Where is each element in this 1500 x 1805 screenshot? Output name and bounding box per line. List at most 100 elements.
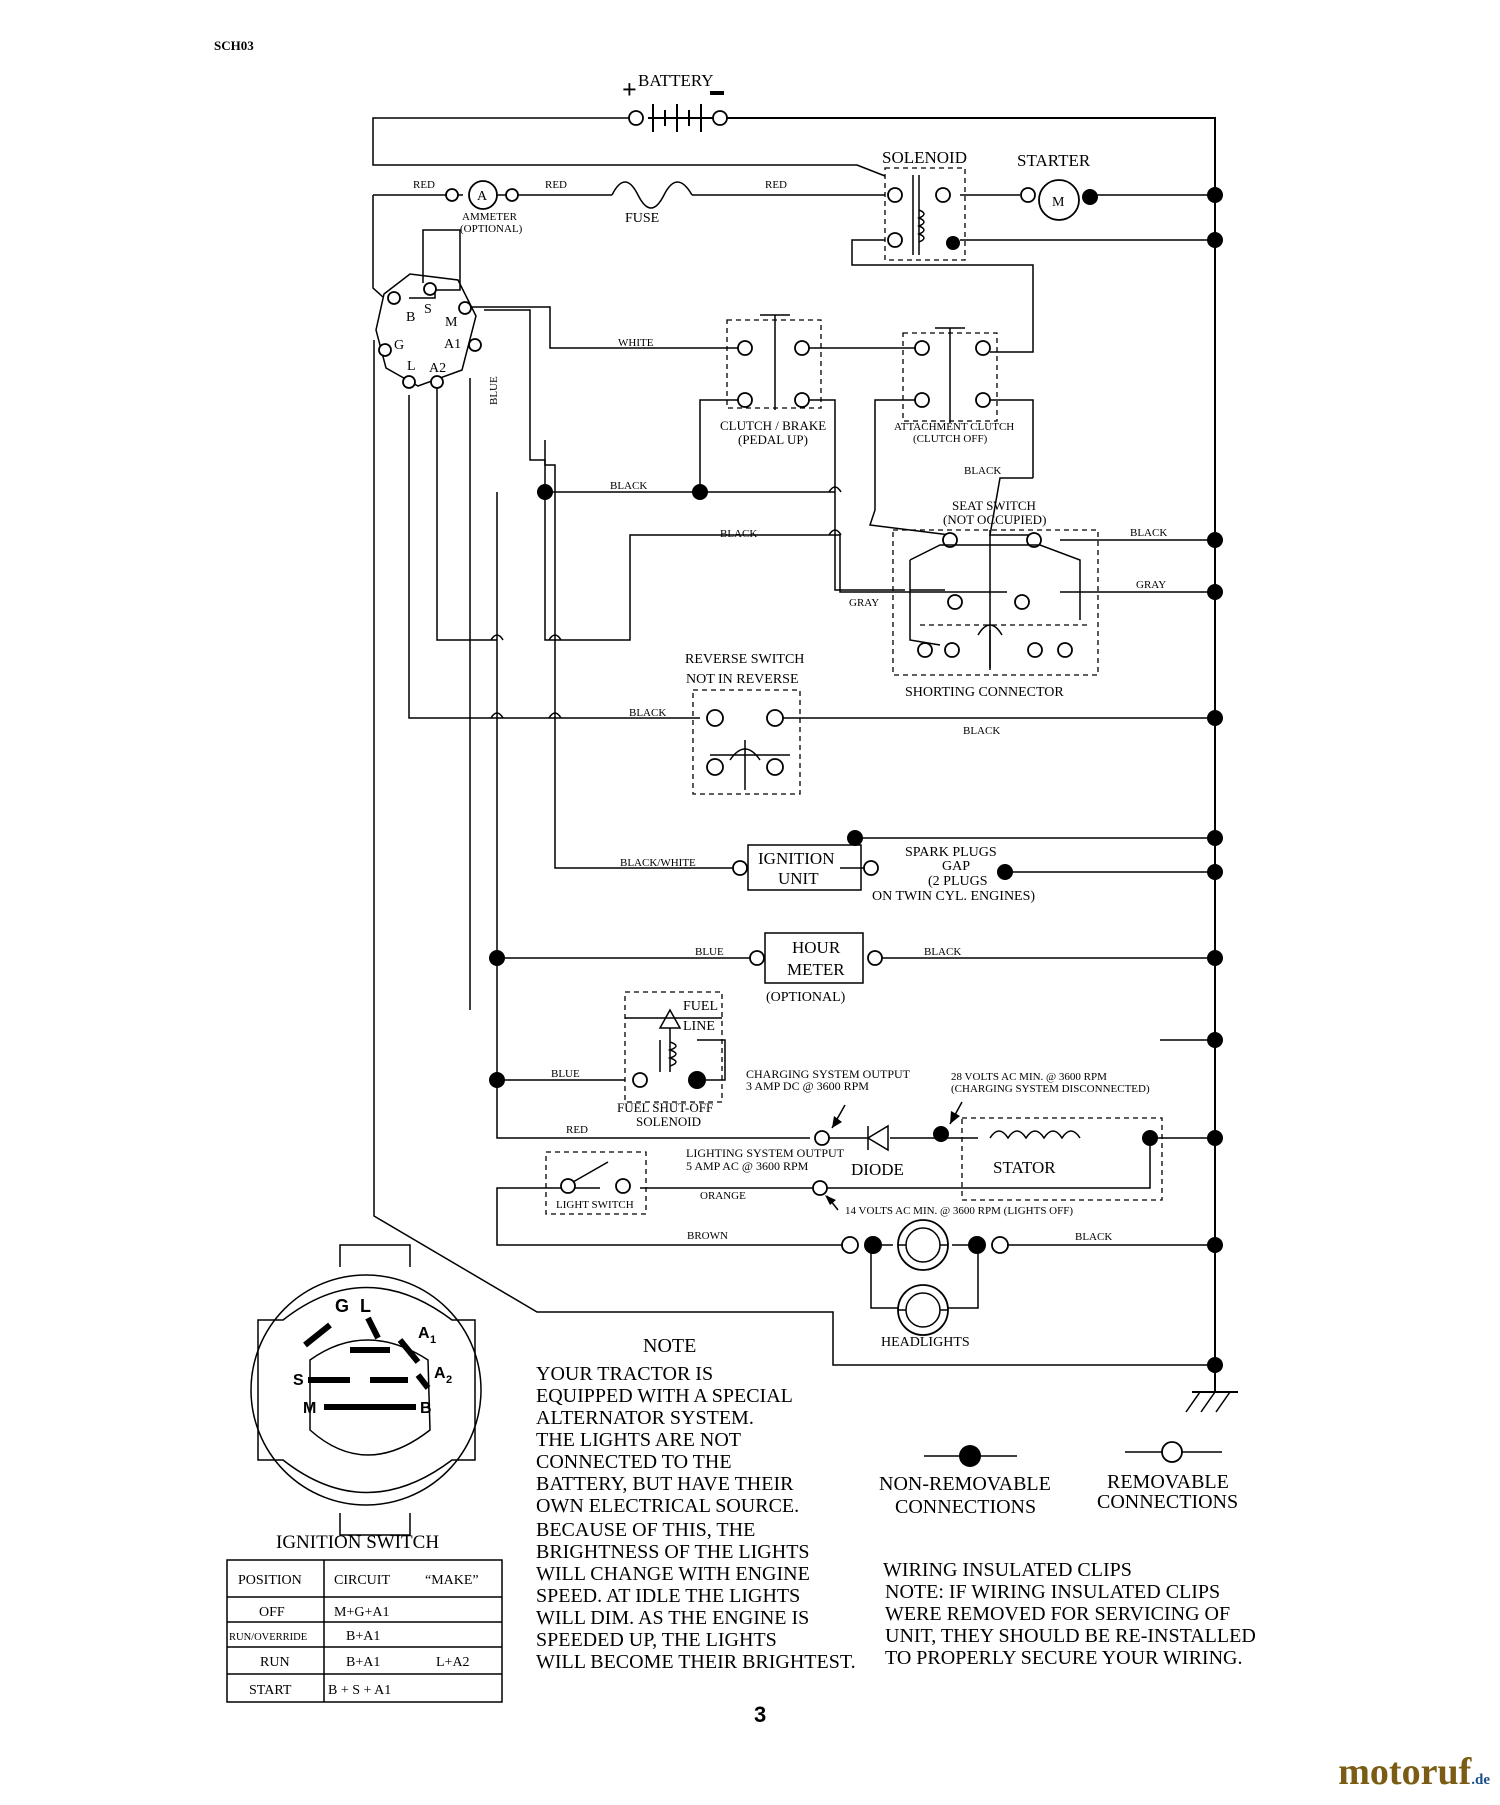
- battery-symbol: BATTERY +: [622, 71, 728, 132]
- cell-run: RUN: [260, 1655, 290, 1670]
- legend-removable-dot: [1161, 1441, 1183, 1463]
- svg-text:L: L: [407, 359, 416, 374]
- svg-text:GAP: GAP: [942, 859, 970, 874]
- svg-text:YOUR TRACTOR IS: YOUR TRACTOR IS: [536, 1363, 713, 1385]
- note-title: NOTE: [643, 1335, 696, 1357]
- svg-text:(CLUTCH OFF): (CLUTCH OFF): [913, 433, 988, 445]
- cell-start: START: [249, 1683, 292, 1698]
- svg-text:SEAT SWITCH: SEAT SWITCH: [952, 498, 1036, 513]
- svg-text:BATTERY, BUT HAVE THEIR: BATTERY, BUT HAVE THEIR: [536, 1473, 794, 1495]
- pin-a2-sub: 2: [446, 1374, 452, 1386]
- svg-text:B: B: [406, 310, 415, 325]
- ignition-switch-diagram: G L A 1 S A 2 M B IGNITION SWITCH: [250, 1244, 482, 1553]
- pin-g: G: [335, 1296, 349, 1316]
- svg-text:(OPTIONAL): (OPTIONAL): [460, 223, 523, 235]
- svg-text:SOLENOID: SOLENOID: [882, 148, 967, 167]
- cell-override-circuit: B+A1: [346, 1629, 380, 1644]
- wire-label-black-lights: BLACK: [1075, 1231, 1112, 1243]
- wire-label-orange: ORANGE: [700, 1190, 746, 1202]
- pin-a2: A: [434, 1365, 446, 1382]
- svg-text:STARTER: STARTER: [1017, 151, 1091, 170]
- volts14-label: 14 VOLTS AC MIN. @ 3600 RPM (LIGHTS OFF): [845, 1205, 1073, 1217]
- th-circuit: CIRCUIT: [334, 1573, 390, 1588]
- wire-label-red-2: RED: [545, 179, 567, 191]
- junction-dots: [489, 187, 1223, 1373]
- svg-text:BECAUSE OF THIS, THE: BECAUSE OF THIS, THE: [536, 1519, 755, 1541]
- ignition-unit: IGNITION UNIT: [732, 844, 879, 891]
- brand-name: motoruf: [1338, 1751, 1472, 1793]
- svg-text:REVERSE SWITCH: REVERSE SWITCH: [685, 652, 804, 667]
- svg-text:BRIGHTNESS OF THE LIGHTS: BRIGHTNESS OF THE LIGHTS: [536, 1541, 810, 1563]
- pin-l: L: [360, 1296, 371, 1316]
- brand-suffix: .de: [1471, 1772, 1490, 1788]
- wire-label-red-3: RED: [765, 179, 787, 191]
- hour-meter: HOUR METER (OPTIONAL): [749, 932, 883, 1005]
- svg-text:UNIT, THEY SHOULD BE RE-INSTAL: UNIT, THEY SHOULD BE RE-INSTALLED: [885, 1625, 1256, 1647]
- wire-label-gray-2: GRAY: [1136, 579, 1166, 591]
- svg-text:S: S: [424, 302, 432, 317]
- svg-text:(2 PLUGS: (2 PLUGS: [928, 874, 988, 889]
- wire-label-black-seat: BLACK: [720, 528, 757, 540]
- svg-text:ALTERNATOR SYSTEM.: ALTERNATOR SYSTEM.: [536, 1407, 754, 1429]
- svg-text:SPEED. AT IDLE THE LIGHTS: SPEED. AT IDLE THE LIGHTS: [536, 1585, 800, 1607]
- svg-text:EQUIPPED WITH A SPECIAL: EQUIPPED WITH A SPECIAL: [536, 1385, 793, 1407]
- svg-text:NON-REMOVABLE: NON-REMOVABLE: [879, 1473, 1051, 1495]
- wire-label-white: WHITE: [618, 337, 654, 349]
- th-make: “MAKE”: [425, 1573, 479, 1588]
- svg-text:NOTE: IF WIRING INSULATED CLI: NOTE: IF WIRING INSULATED CLIPS: [885, 1581, 1220, 1603]
- fuse-label: FUSE: [625, 211, 659, 226]
- schematic-code: SCH03: [214, 38, 254, 53]
- fuel-shutoff-solenoid: FUEL LINE FUEL SHUT-OFF SOLENOID: [617, 991, 723, 1129]
- svg-text:A: A: [477, 189, 488, 204]
- ignition-switch-terminals: B S M G A1 L A2: [375, 273, 482, 389]
- svg-text:ON TWIN CYL. ENGINES): ON TWIN CYL. ENGINES): [872, 889, 1035, 904]
- svg-text:A1: A1: [444, 337, 461, 352]
- cell-start-circuit: B + S + A1: [328, 1683, 391, 1698]
- svg-text:UNIT: UNIT: [778, 869, 819, 888]
- light-switch: LIGHT SWITCH: [545, 1151, 647, 1215]
- wire-label-black-rev-out: BLACK: [963, 725, 1000, 737]
- wiring: [372, 117, 1238, 1413]
- clips-note: WIRING INSULATED CLIPS NOTE: IF WIRING I…: [883, 1559, 1256, 1669]
- ammeter: A AMMETER (OPTIONAL): [445, 180, 523, 235]
- charging-label-1: CHARGING SYSTEM OUTPUT: [746, 1067, 911, 1081]
- wire-label-black-2: BLACK: [610, 480, 647, 492]
- cell-run-circuit: B+A1: [346, 1655, 380, 1670]
- svg-text:SOLENOID: SOLENOID: [636, 1114, 701, 1129]
- svg-text:A2: A2: [429, 361, 446, 376]
- svg-text:CONNECTIONS: CONNECTIONS: [895, 1496, 1036, 1518]
- diode: DIODE: [851, 1124, 904, 1179]
- wire-label-black-bus: BLACK: [1130, 527, 1167, 539]
- wire-label-brown: BROWN: [687, 1230, 728, 1242]
- svg-text:ATTACHMENT CLUTCH: ATTACHMENT CLUTCH: [894, 421, 1014, 433]
- pin-a1: A: [418, 1325, 430, 1342]
- ignition-switch-table: POSITION CIRCUIT “MAKE” OFF M+G+A1 RUN/O…: [226, 1559, 503, 1703]
- svg-text:OWN ELECTRICAL SOURCE.: OWN ELECTRICAL SOURCE.: [536, 1495, 799, 1517]
- wire-label-red-1: RED: [413, 179, 435, 191]
- svg-text:LIGHT SWITCH: LIGHT SWITCH: [556, 1199, 634, 1211]
- svg-text:AMMETER: AMMETER: [462, 211, 518, 223]
- legend-nonremovable-dot: [959, 1445, 981, 1467]
- svg-text:M: M: [1052, 195, 1065, 210]
- svg-text:CONNECTIONS: CONNECTIONS: [1097, 1491, 1238, 1513]
- cell-off: OFF: [259, 1605, 285, 1620]
- svg-text:(PEDAL UP): (PEDAL UP): [738, 432, 808, 447]
- wire-label-red-charge: RED: [566, 1124, 588, 1136]
- svg-text:METER: METER: [787, 960, 845, 979]
- starter-motor: STARTER M: [1017, 151, 1098, 221]
- svg-text:FUEL: FUEL: [683, 999, 718, 1014]
- battery-label: BATTERY: [638, 71, 714, 90]
- svg-text:IGNITION: IGNITION: [758, 849, 834, 868]
- svg-text:HEADLIGHTS: HEADLIGHTS: [881, 1335, 970, 1350]
- svg-text:TO PROPERLY SECURE YOUR WIRING: TO PROPERLY SECURE YOUR WIRING.: [885, 1647, 1242, 1669]
- solenoid: SOLENOID: [882, 148, 967, 261]
- svg-text:WILL DIM. AS THE ENGINE IS: WILL DIM. AS THE ENGINE IS: [536, 1607, 809, 1629]
- spark-plugs: SPARK PLUGS GAP (2 PLUGS ON TWIN CYL. EN…: [872, 845, 1035, 904]
- headlights: HEADLIGHTS: [841, 1219, 1009, 1350]
- note-block: NOTE YOUR TRACTOR IS EQUIPPED WITH A SPE…: [536, 1335, 856, 1673]
- svg-text:CONNECTED TO THE: CONNECTED TO THE: [536, 1451, 732, 1473]
- pin-b: B: [420, 1400, 432, 1417]
- wire-label-black-rev: BLACK: [629, 707, 666, 719]
- pin-m: M: [303, 1400, 316, 1417]
